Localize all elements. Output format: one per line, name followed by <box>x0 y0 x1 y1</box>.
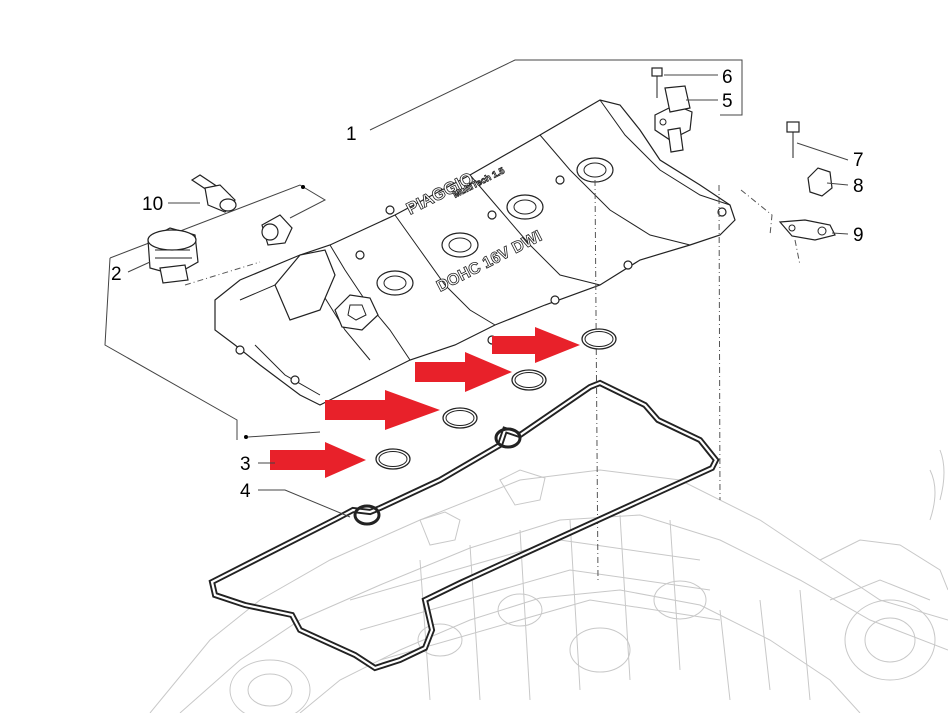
callout-5: 5 <box>722 91 733 112</box>
bracket-bolt <box>786 121 800 158</box>
arrow-seal-4 <box>492 327 580 363</box>
arrow-seal-3 <box>415 352 512 392</box>
camshaft-sensor <box>654 85 693 153</box>
callout-10: 10 <box>142 194 163 215</box>
callout-8: 8 <box>853 176 864 197</box>
callout-9: 9 <box>853 225 864 246</box>
spark-plug-seals <box>375 328 617 470</box>
breather-fitting <box>190 174 237 213</box>
bracket <box>778 219 836 241</box>
callout-1: 1 <box>346 124 357 145</box>
assembly-centerlines <box>184 179 801 581</box>
highlight-arrows <box>270 327 580 478</box>
valve-cover: PIAGGIO MultiTech 1.5 DOHC 16V DWI <box>214 99 736 406</box>
arrow-seal-1 <box>270 442 366 478</box>
valve-cover-gasket <box>208 379 720 672</box>
leader-lines <box>127 74 849 518</box>
grommet <box>261 214 293 246</box>
callout-2: 2 <box>111 264 122 285</box>
part1-bracket <box>104 59 743 440</box>
callout-4: 4 <box>240 481 251 502</box>
callout-3: 3 <box>240 454 251 475</box>
callout-labels: 1 2 3 4 5 6 7 8 9 10 <box>111 67 864 502</box>
callout-6: 6 <box>722 67 733 88</box>
arrow-seal-2 <box>325 390 440 430</box>
engine-block-background <box>149 449 948 713</box>
callout-7: 7 <box>853 150 864 171</box>
sensor-bolt <box>651 67 663 98</box>
clip <box>807 167 833 197</box>
oil-filler-cap <box>147 227 199 284</box>
brand-logo <box>334 294 379 331</box>
